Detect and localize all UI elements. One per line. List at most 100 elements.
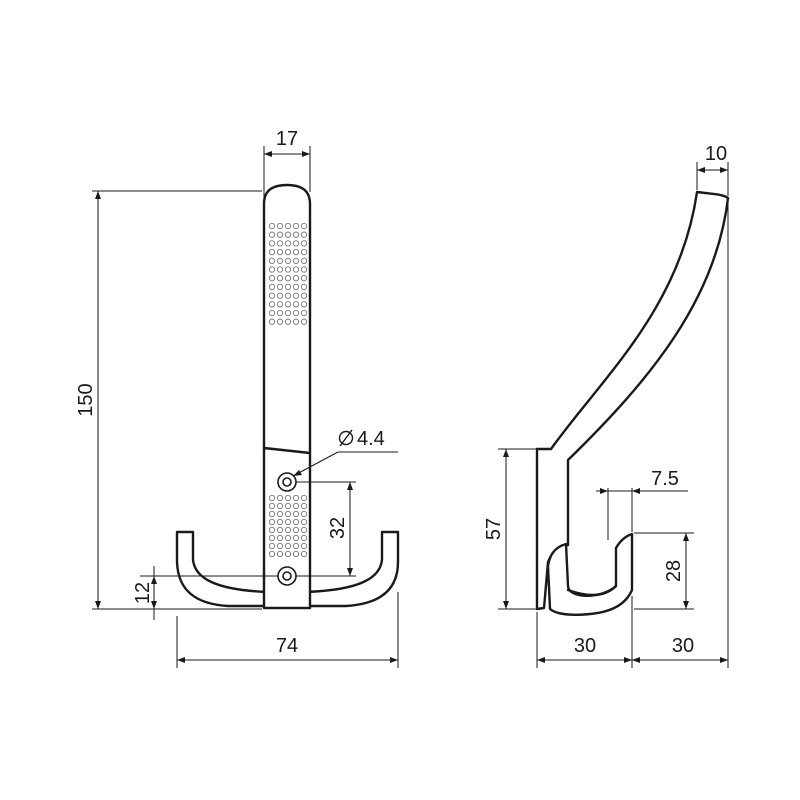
texture-dot: [284, 494, 292, 502]
texture-dot: [300, 240, 308, 247]
texture-dot: [300, 550, 308, 558]
texture-dot: [268, 266, 276, 273]
dim-hook-tip-height: 28: [634, 532, 694, 610]
texture-dot: [292, 510, 300, 518]
texture-dot: [276, 292, 284, 299]
front-left-hook: [175, 530, 270, 608]
texture-dot: [292, 526, 300, 534]
texture-dot: [284, 518, 292, 526]
texture-dot: [300, 275, 308, 282]
texture-dot: [292, 283, 300, 291]
texture-dot: [300, 292, 308, 299]
texture-dot: [292, 309, 300, 317]
texture-dot: [300, 502, 308, 510]
texture-dot: [292, 292, 300, 299]
texture-dot: [292, 240, 300, 247]
texture-dot: [300, 257, 308, 264]
texture-dot: [284, 510, 292, 518]
texture-dot: [292, 222, 300, 230]
texture-dot: [276, 318, 284, 325]
texture-dot: [268, 283, 276, 291]
texture-dot: [284, 534, 292, 542]
dim-lower-height: 57: [483, 448, 537, 610]
dim-depth: 30 30: [536, 596, 728, 668]
texture-dot: [268, 292, 276, 299]
dim-hole-spacing: 32: [296, 481, 356, 577]
texture-dot: [276, 534, 284, 542]
dim-hook-tip-height-label: 28: [663, 560, 685, 582]
texture-dot: [300, 526, 308, 534]
texture-dot: [276, 301, 284, 308]
texture-dot: [300, 534, 308, 542]
side-view: [535, 190, 730, 616]
texture-dot: [276, 526, 284, 534]
texture-dot: [268, 526, 276, 534]
texture-dot: [292, 231, 300, 238]
dim-tip-thickness: 10: [696, 143, 729, 196]
texture-dot: [268, 510, 276, 518]
texture-dot: [292, 494, 300, 502]
dim-bottom-offset: 12: [132, 566, 278, 620]
front-body-divider: [262, 446, 312, 455]
texture-dot: [276, 283, 284, 291]
texture-dot: [284, 550, 292, 558]
texture-dot: [284, 309, 292, 317]
texture-dot: [292, 257, 300, 264]
texture-dot: [284, 292, 292, 299]
texture-dot: [292, 542, 300, 550]
dim-hole-diameter-label: 4.4: [357, 428, 385, 450]
dim-width-top-label: 17: [276, 128, 298, 150]
texture-dot: [276, 510, 284, 518]
front-body: [262, 183, 312, 610]
side-upper-arm: [535, 190, 730, 611]
texture-dot: [268, 231, 276, 238]
front-right-hook: [304, 530, 400, 608]
texture-dot: [300, 248, 308, 256]
texture-dot: [292, 518, 300, 526]
texture-dot: [268, 248, 276, 256]
texture-dot: [268, 534, 276, 542]
front-view: [175, 183, 400, 610]
texture-dot: [276, 266, 284, 273]
texture-dot: [300, 301, 308, 308]
texture-dot: [276, 275, 284, 282]
texture-dot: [276, 231, 284, 238]
texture-dot: [292, 301, 300, 308]
dim-height-total-label: 150: [75, 383, 97, 416]
front-dimensions: 17 150 4.4 32: [75, 128, 399, 668]
texture-dot: [284, 240, 292, 247]
dim-bottom-offset-label: 12: [132, 582, 154, 604]
texture-dot: [276, 502, 284, 510]
texture-dot: [268, 301, 276, 308]
texture-dot: [292, 275, 300, 282]
texture-dot: [284, 257, 292, 264]
texture-dot: [268, 309, 276, 317]
texture-dot: [268, 257, 276, 264]
texture-dot: [300, 222, 308, 230]
texture-dot: [300, 510, 308, 518]
texture-dot: [268, 240, 276, 247]
side-lower-hook: [546, 532, 634, 616]
diameter-symbol-icon: [338, 429, 354, 447]
texture-dot: [284, 502, 292, 510]
dim-hole-spacing-label: 32: [327, 517, 349, 539]
dim-height-total: 150: [75, 190, 262, 610]
texture-dot: [300, 542, 308, 550]
texture-dot: [276, 550, 284, 558]
texture-dot: [300, 231, 308, 238]
texture-dot: [268, 494, 276, 502]
side-dimensions: 10 57 7.5 28: [483, 143, 729, 668]
texture-dot: [276, 222, 284, 230]
texture-dot: [284, 231, 292, 238]
texture-dot: [276, 309, 284, 317]
texture-dot: [300, 494, 308, 502]
texture-dot: [276, 542, 284, 550]
texture-dot: [292, 534, 300, 542]
dim-width-top: 17: [263, 128, 311, 200]
texture-dot: [284, 526, 292, 534]
texture-dot: [268, 542, 276, 550]
dim-hook-gap: 7.5: [596, 468, 688, 540]
dim-hole-diameter: 4.4: [292, 428, 398, 477]
texture-dot: [292, 266, 300, 273]
texture-dot: [284, 222, 292, 230]
